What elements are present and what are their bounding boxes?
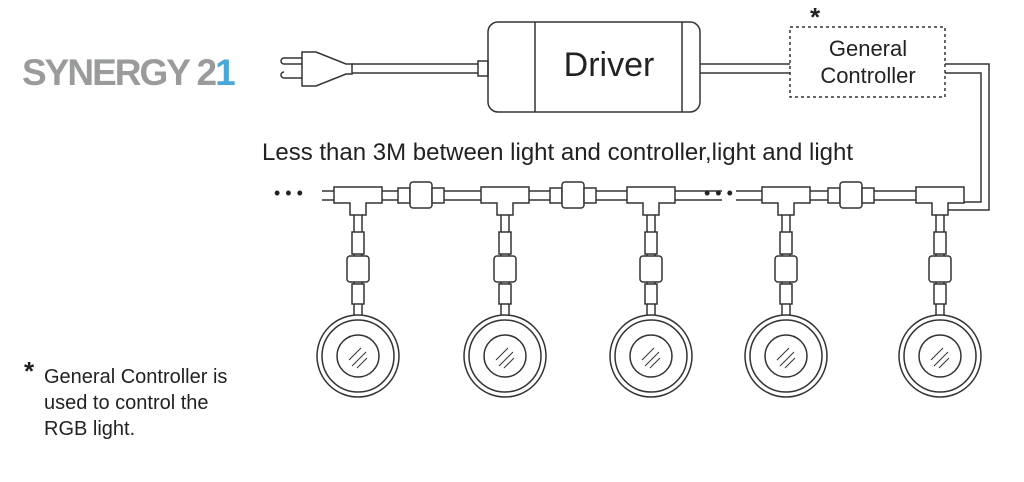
driver-box xyxy=(487,21,701,113)
light-lens xyxy=(483,334,527,378)
t-junction xyxy=(480,186,530,216)
connector xyxy=(644,283,658,305)
connector xyxy=(933,283,947,305)
t-junction xyxy=(915,186,965,216)
connector xyxy=(861,187,875,204)
light-outer-ring xyxy=(744,314,828,398)
light-inner-ring xyxy=(749,319,823,393)
connector xyxy=(933,231,947,255)
lens-hatch xyxy=(495,347,515,369)
light-outer-ring xyxy=(316,314,400,398)
footnote-asterisk: * xyxy=(24,356,35,386)
controller-label-line1: General xyxy=(828,36,908,61)
power-plug-icon xyxy=(280,51,353,87)
lens-hatch xyxy=(641,347,661,369)
driver-label: Driver xyxy=(563,46,655,84)
light-lens xyxy=(764,334,808,378)
controller-label-line2: Controller xyxy=(820,63,916,88)
light-inner-ring xyxy=(321,319,395,393)
lens-hatch xyxy=(348,347,368,369)
controller-box xyxy=(789,26,946,98)
light-inner-ring xyxy=(468,319,542,393)
connector xyxy=(351,231,365,255)
connector xyxy=(397,187,411,204)
connector-nut xyxy=(639,255,663,283)
connector xyxy=(583,187,597,204)
light-outer-ring xyxy=(609,314,693,398)
connector-nut xyxy=(774,255,798,283)
ellipsis-left: • • • xyxy=(274,183,303,203)
connector-nut xyxy=(839,181,863,209)
light-outer-ring xyxy=(898,314,982,398)
footnote-line1: General Controller is xyxy=(44,366,228,388)
ellipsis-middle: • • • xyxy=(704,183,733,203)
light-lens xyxy=(336,334,380,378)
controller-asterisk: * xyxy=(810,2,821,32)
lens-hatch xyxy=(776,347,796,369)
connector-nut xyxy=(928,255,952,283)
light-outer-ring xyxy=(463,314,547,398)
connector xyxy=(827,187,841,204)
connector xyxy=(431,187,445,204)
light-inner-ring xyxy=(903,319,977,393)
connector xyxy=(549,187,563,204)
connector-nut xyxy=(561,181,585,209)
footnote: General Controller is used to control th… xyxy=(44,364,284,442)
connector xyxy=(779,231,793,255)
t-junction xyxy=(626,186,676,216)
lens-hatch xyxy=(930,347,950,369)
t-junction xyxy=(761,186,811,216)
footnote-line3: RGB light. xyxy=(44,418,136,440)
connector xyxy=(644,231,658,255)
connector-nut xyxy=(409,181,433,209)
light-lens xyxy=(918,334,962,378)
synergy21-logo: SYNERGY 21 xyxy=(22,52,236,93)
power-cable xyxy=(352,63,478,74)
connector xyxy=(351,283,365,305)
light-inner-ring xyxy=(614,319,688,393)
connector-nut xyxy=(346,255,370,283)
distance-caption: Less than 3M between light and controlle… xyxy=(262,139,854,166)
controller-label: General Controller xyxy=(792,35,944,89)
footnote-line2: used to control the xyxy=(44,392,209,414)
connector-nut xyxy=(493,255,517,283)
light-lens xyxy=(629,334,673,378)
t-junction xyxy=(333,186,383,216)
connector xyxy=(498,231,512,255)
connector xyxy=(498,283,512,305)
connector xyxy=(779,283,793,305)
